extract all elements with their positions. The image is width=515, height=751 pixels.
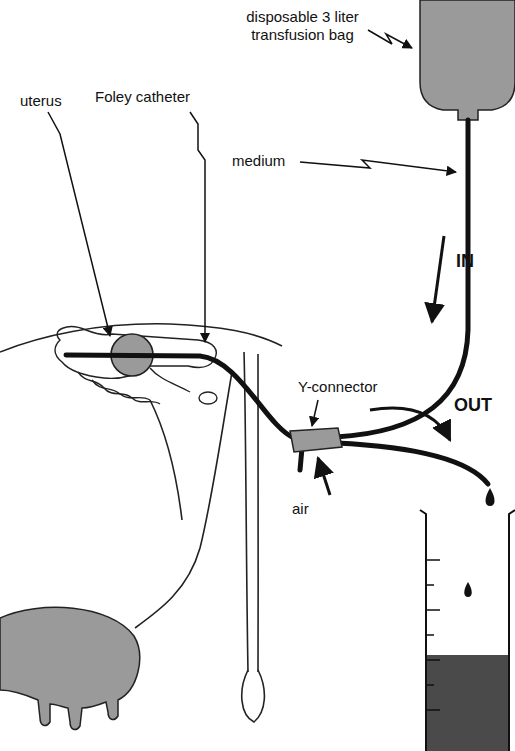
tubing [66, 120, 488, 484]
bag-label: disposable 3 liter transfusion bag [240, 8, 365, 44]
reproductive-tract [55, 327, 217, 404]
uterus-label: uterus [20, 92, 62, 110]
air-label: air [292, 500, 309, 518]
drop [486, 488, 495, 506]
flow-arrows [318, 236, 450, 495]
foley-catheter [66, 355, 294, 438]
connector-label: Y-connector [298, 378, 378, 396]
drop [464, 582, 472, 597]
catheter-label: Foley catheter [95, 88, 190, 106]
transfusion-bag [420, 0, 515, 120]
flow-label: OUT [454, 396, 492, 414]
y-connector [290, 428, 342, 452]
medium-label: medium [232, 152, 285, 170]
udder [0, 607, 140, 729]
graduated-cylinder [420, 510, 515, 751]
leader-lines [48, 30, 456, 426]
flow-label: IN [456, 252, 474, 270]
outflow-tube [336, 443, 488, 484]
